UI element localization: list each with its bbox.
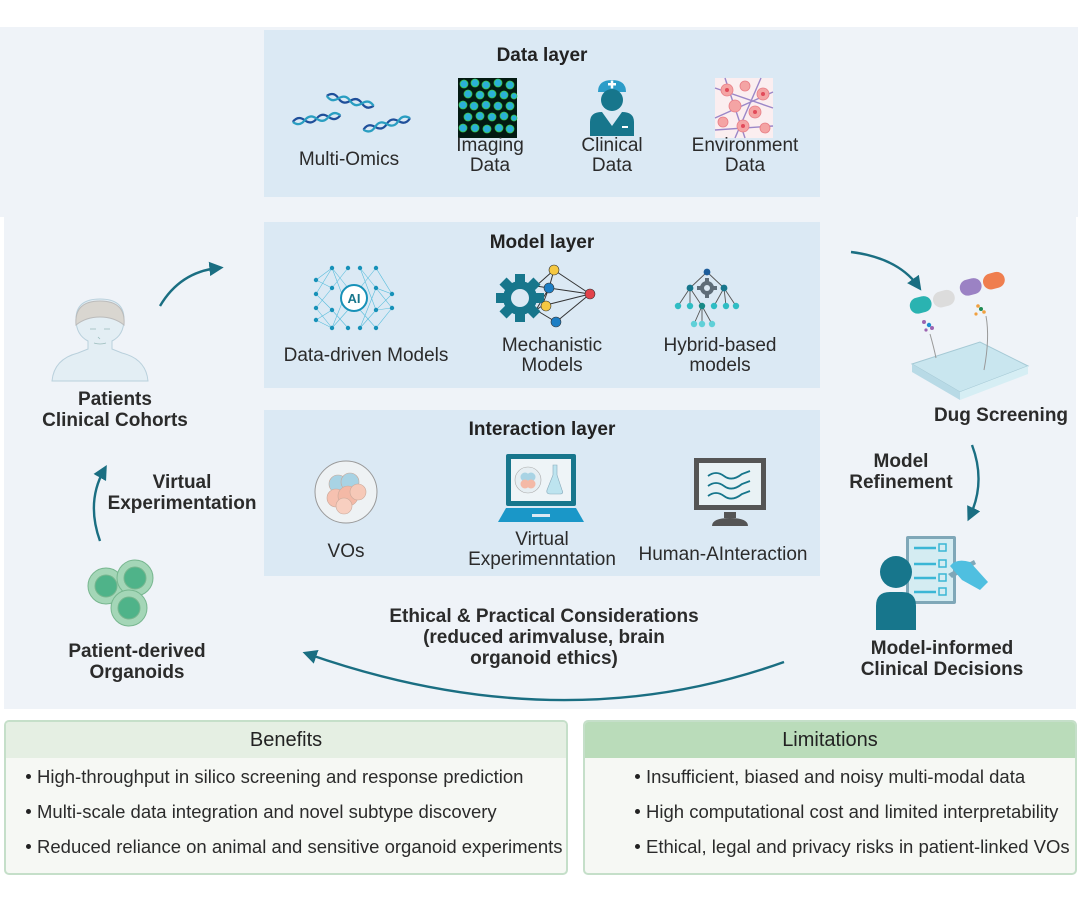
clinical-data-label: Clinical Data <box>581 135 643 176</box>
hybrid-based-models-label: Hybrid-based models <box>663 335 777 376</box>
benefits-list: High-throughput in silico screening and … <box>6 758 566 864</box>
mechanistic-models-label: Mechanistic Models <box>501 335 603 376</box>
arrow-model-to-screening <box>850 250 922 291</box>
patients-clinical-cohorts-label: Patients Clinical Cohorts <box>42 389 188 431</box>
virtual-experimentation-label: Virtual Experimentation <box>107 472 257 514</box>
model-informed-clinical-decisions-label: Model-informed Clinical Decisions <box>860 638 1024 680</box>
ai-badge-text: AI <box>348 291 361 306</box>
imaging-data-label: Imaging Data <box>456 135 524 176</box>
data-layer-panel: Data layer Multi-Omics <box>264 30 820 197</box>
neural-network-ai-icon: AI <box>313 265 395 331</box>
benefit-item: Reduced reliance on animal and sensitive… <box>26 829 566 864</box>
arrow-decisions-to-organoids <box>302 650 785 702</box>
monitor-signal-icon <box>694 458 766 526</box>
vos-label: VOs <box>327 541 365 562</box>
ethical-considerations-label: Ethical & Practical Considerations (redu… <box>389 606 699 669</box>
laptop-experiment-icon <box>498 454 584 522</box>
arrow-screening-to-decisions <box>967 444 981 522</box>
clinical-decision-checklist-icon <box>876 536 988 630</box>
limitation-item: High computational cost and limited inte… <box>635 794 1075 829</box>
limitations-list: Insufficient, biased and noisy multi-mod… <box>585 758 1075 864</box>
clinician-icon <box>590 80 634 136</box>
bullet-icon <box>635 843 640 849</box>
limitations-box: Limitations Insufficient, biased and noi… <box>583 720 1077 875</box>
benefit-item: High-throughput in silico screening and … <box>26 759 566 794</box>
interaction-layer-title: Interaction layer <box>468 419 616 440</box>
drug-screening-label: Dug Screening <box>933 405 1069 426</box>
multi-omics-label: Multi-Omics <box>298 149 400 170</box>
environment-data-label: Environment Data <box>691 135 799 176</box>
model-layer-title: Model layer <box>489 232 595 253</box>
bullet-icon <box>26 843 31 849</box>
tissue-microenvironment-icon <box>714 77 774 139</box>
drug-screening-plate-icon <box>909 271 1030 400</box>
human-ai-interaction-label: Human-AInteraction <box>638 544 808 565</box>
benefit-item: Multi-scale data integration and novel s… <box>26 794 566 829</box>
arrow-organoids-to-patients <box>92 464 107 542</box>
benefits-box: Benefits High-throughput in silico scree… <box>4 720 568 875</box>
benefits-title: Benefits <box>6 722 566 758</box>
bullet-icon <box>635 808 640 814</box>
limitation-item: Ethical, legal and privacy risks in pati… <box>635 829 1075 864</box>
patient-derived-organoids-label: Patient-derived Organoids <box>68 641 206 683</box>
data-driven-models-label: Data-driven Models <box>283 345 449 366</box>
gear-network-icon <box>496 264 596 328</box>
interaction-layer-panel: Interaction layer VOs Virtual Experimenn… <box>264 410 820 576</box>
organoid-cells-icon <box>87 559 154 627</box>
limitation-item: Insufficient, biased and noisy multi-mod… <box>635 759 1075 794</box>
virtual-experimenntation-label: Virtual Experimenntation <box>468 529 616 570</box>
organoid-dish-icon <box>314 460 378 524</box>
bullet-icon <box>26 808 31 814</box>
bullet-icon <box>635 773 640 779</box>
model-refinement-label: Model Refinement <box>849 451 953 493</box>
hybrid-tree-gear-icon <box>674 268 740 328</box>
dna-icon <box>291 92 411 133</box>
arrow-patients-to-model <box>158 261 224 307</box>
data-layer-title: Data layer <box>496 45 588 66</box>
limitations-title: Limitations <box>585 722 1075 758</box>
model-layer-panel: Model layer AI Data-driven Models <box>264 222 820 388</box>
bullet-icon <box>26 773 31 779</box>
patient-icon <box>51 298 149 382</box>
cell-imaging-icon <box>458 78 518 138</box>
